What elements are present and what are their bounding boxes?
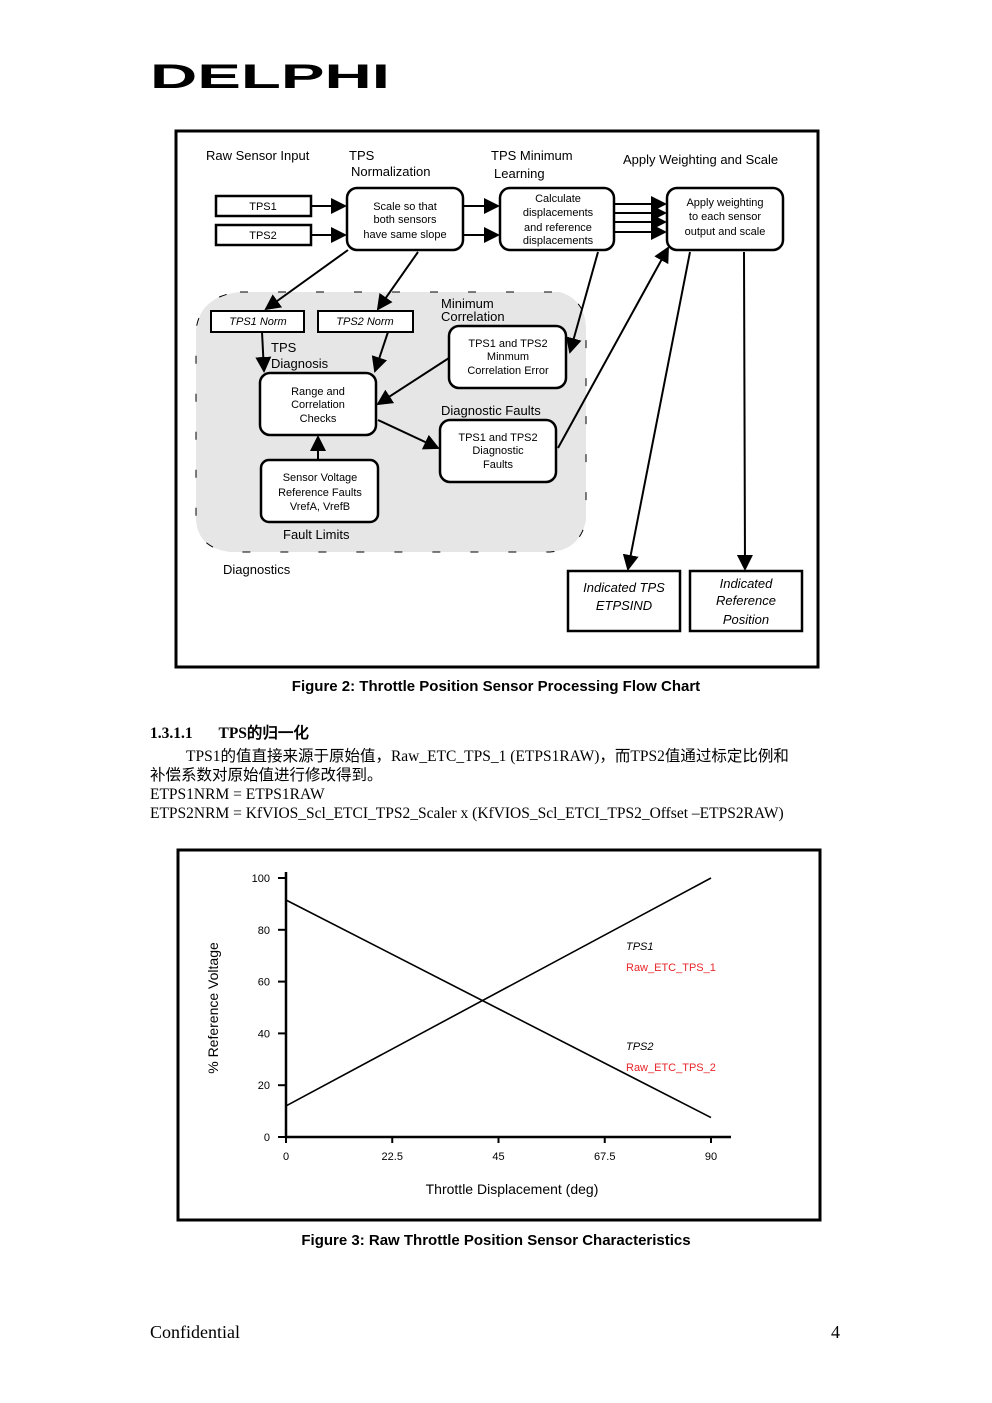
- x-axis-label: Throttle Displacement (deg): [426, 1181, 599, 1197]
- x-tick-label: 22.5: [382, 1151, 403, 1163]
- svg-text:Indicated: Indicated: [720, 576, 774, 591]
- indicated-ref-box: [688, 569, 804, 633]
- chart-frame: [176, 848, 822, 1222]
- tps-characteristics-chart: 0 22.5 45 67.5 90 0 20 40 60 80 100TPS1Raw_ETC_TPS…: [176, 848, 822, 1222]
- svg-text:Sensor Voltage: Sensor Voltage: [283, 472, 358, 484]
- svg-text:Minimum: Minimum: [441, 296, 494, 311]
- svg-text:have same slope: have same slope: [363, 229, 446, 241]
- svg-text:Diagnosis: Diagnosis: [271, 356, 329, 371]
- tps2-norm-box: [317, 310, 414, 333]
- series-name-tps2: TPS2: [626, 1041, 654, 1053]
- series-label-tps2: Raw_ETC_TPS_2: [626, 1062, 716, 1074]
- calc-box: [498, 186, 616, 252]
- tps1-norm-box: [210, 310, 305, 333]
- svg-text:TPS Minimum: TPS Minimum: [491, 148, 573, 163]
- series-name-tps1: TPS1: [626, 941, 654, 953]
- paragraph-line: 补偿系数对原始值进行修改得到。: [150, 767, 383, 784]
- svg-text:TPS: TPS: [271, 340, 297, 355]
- svg-text:Diagnostics: Diagnostics: [223, 562, 291, 577]
- svg-text:both sensors: both sensors: [374, 214, 437, 226]
- paragraph-line: TPS1的值直接来源于原始值，Raw_ETC_TPS_1 (ETPS1RAW)，…: [186, 748, 789, 765]
- svg-text:Diagnostic: Diagnostic: [472, 445, 524, 457]
- svg-text:Correlation: Correlation: [441, 309, 505, 324]
- y-tick-label: 0: [264, 1132, 270, 1144]
- svg-text:TPS1: TPS1: [249, 201, 277, 213]
- series-line-tps2: [285, 899, 712, 1119]
- svg-text:Raw Sensor Input: Raw Sensor Input: [206, 148, 310, 163]
- x-tick-label: 90: [705, 1151, 717, 1163]
- arrows: [255, 196, 753, 571]
- section-number: 1.3.1.1: [150, 725, 193, 742]
- section-heading: 1.3.1.1 TPS的归一化: [150, 721, 309, 743]
- section-title: TPS的归一化: [218, 725, 309, 742]
- svg-text:TPS1 and TPS2: TPS1 and TPS2: [468, 338, 547, 350]
- scale-box: [345, 186, 465, 252]
- svg-text:Fault Limits: Fault Limits: [283, 527, 350, 542]
- svg-text:Minmum: Minmum: [487, 351, 529, 363]
- svg-text:Normalization: Normalization: [351, 164, 430, 179]
- svg-text:Position: Position: [723, 612, 769, 627]
- svg-text:Diagnostic Faults: Diagnostic Faults: [441, 403, 541, 418]
- section-body: TPS1的值直接来源于原始值，Raw_ETC_TPS_1 (ETPS1RAW)，…: [150, 747, 850, 823]
- y-tick-label: 80: [258, 925, 270, 937]
- diag-faults-box: [438, 418, 558, 484]
- delphi-logo: DELPHI: [150, 60, 390, 92]
- svg-text:VrefA, VrefB: VrefA, VrefB: [290, 501, 350, 513]
- y-tick-label: 100: [252, 873, 270, 885]
- y-tick-label: 40: [258, 1028, 270, 1040]
- svg-text:TPS2: TPS2: [249, 230, 277, 242]
- indicated-tps-box: [566, 569, 682, 633]
- equation-1: ETPS1NRM = ETPS1RAW: [150, 786, 325, 803]
- svg-text:displacements: displacements: [523, 207, 594, 219]
- svg-text:Reference: Reference: [716, 593, 776, 608]
- footer-confidential: Confidential: [150, 1322, 240, 1342]
- svg-text:and reference: and reference: [524, 222, 592, 234]
- x-tick-label: 67.5: [594, 1151, 615, 1163]
- equation-2: ETPS2NRM = KfVIOS_Scl_ETCI_TPS2_Scaler x…: [150, 805, 784, 822]
- voltage-faults-box: [259, 458, 380, 524]
- svg-text:Scale so that: Scale so that: [373, 201, 437, 213]
- x-tick-label: 45: [492, 1151, 504, 1163]
- svg-text:Faults: Faults: [483, 459, 513, 471]
- svg-text:TPS: TPS: [349, 148, 375, 163]
- svg-text:Correlation Error: Correlation Error: [467, 365, 549, 377]
- figure-3-caption: Figure 3: Raw Throttle Position Sensor C…: [301, 1232, 691, 1249]
- y-axis-label: % Reference Voltage: [205, 942, 221, 1074]
- y-tick-label: 20: [258, 1080, 270, 1092]
- svg-text:output and scale: output and scale: [685, 226, 766, 238]
- svg-text:displacements: displacements: [523, 235, 594, 247]
- svg-text:TPS1 and TPS2: TPS1 and TPS2: [458, 432, 537, 444]
- figure-2-caption: Figure 2: Throttle Position Sensor Proce…: [291, 678, 701, 695]
- page-number: 4: [831, 1322, 840, 1342]
- svg-text:Calculate: Calculate: [535, 193, 581, 205]
- svg-text:TPS1 Norm: TPS1 Norm: [229, 316, 286, 328]
- svg-text:Checks: Checks: [300, 413, 337, 425]
- weighting-box: [665, 186, 785, 252]
- series-line-tps1: [285, 877, 712, 1107]
- svg-text:Indicated TPS: Indicated TPS: [583, 580, 665, 595]
- svg-text:Learning: Learning: [494, 166, 545, 181]
- svg-text:DELPHI: DELPHI: [150, 60, 390, 92]
- svg-text:Apply Weighting and Scale: Apply Weighting and Scale: [623, 152, 778, 167]
- svg-text:Range and: Range and: [291, 386, 345, 398]
- svg-text:Correlation: Correlation: [291, 399, 345, 411]
- svg-text:ETPSIND: ETPSIND: [596, 598, 652, 613]
- series-label-tps1: Raw_ETC_TPS_1: [626, 962, 716, 974]
- svg-text:Apply weighting: Apply weighting: [686, 197, 763, 209]
- y-tick-label: 60: [258, 977, 270, 989]
- svg-text:TPS2 Norm: TPS2 Norm: [336, 316, 393, 328]
- x-tick-label: 0: [283, 1151, 289, 1163]
- svg-text:to each sensor: to each sensor: [689, 211, 761, 223]
- svg-text:Reference Faults: Reference Faults: [278, 487, 362, 499]
- tps-flow-chart: Raw Sensor Input TPS Normalization TPS M…: [174, 129, 820, 669]
- min-corr-box: [447, 324, 568, 390]
